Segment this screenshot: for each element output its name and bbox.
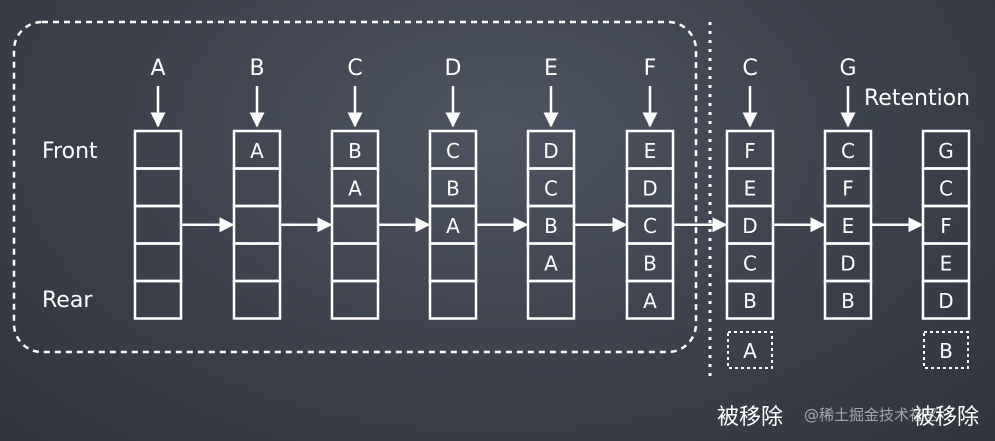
cache-column: D CBA [428, 56, 478, 320]
incoming-key-label: C [347, 56, 362, 81]
slot-value: E [940, 251, 953, 275]
slot-value: A [446, 214, 460, 238]
slot-value: B [743, 289, 757, 313]
cache-slot [725, 279, 775, 320]
retention-label: Retention [864, 86, 970, 111]
slot-value: C [544, 176, 558, 200]
cache-slot [823, 279, 873, 320]
evicted-slot [923, 331, 969, 369]
incoming-key-label: G [839, 56, 856, 81]
slot-value: C [743, 251, 757, 275]
slot-value: E [644, 139, 657, 163]
removed-label-left: 被移除 [717, 405, 783, 430]
slot-value: C [643, 214, 657, 238]
evicted-value: B [939, 339, 953, 363]
cache-slot [232, 242, 282, 283]
slot-value: G [938, 139, 954, 163]
incoming-key-label: E [544, 56, 558, 81]
rear-label: Rear [42, 288, 93, 313]
slot-value: F [842, 176, 854, 200]
slot-value: C [446, 139, 460, 163]
cache-column: A [133, 56, 183, 320]
cache-slot [232, 204, 282, 245]
slot-value: E [842, 214, 855, 238]
cache-slot [232, 279, 282, 320]
slot-value: F [744, 139, 756, 163]
slot-value: E [744, 176, 757, 200]
slot-value: F [940, 214, 952, 238]
cache-slot [133, 279, 183, 320]
evicted-value: A [743, 339, 757, 363]
cache-slot [133, 167, 183, 208]
incoming-key-label: F [644, 56, 657, 81]
slot-value: B [841, 289, 855, 313]
cache-slot [526, 279, 576, 320]
cache-slot [330, 242, 380, 283]
cache-slot [428, 279, 478, 320]
cache-slot [330, 204, 380, 245]
slot-value: B [643, 251, 657, 275]
initial-fill-group-outline [12, 20, 698, 354]
slot-value: B [544, 214, 558, 238]
evicted-slot [727, 331, 773, 369]
slot-value: B [348, 139, 362, 163]
cache-slot [133, 129, 183, 170]
cache-slot [133, 204, 183, 245]
cache-slot [330, 279, 380, 320]
front-label: Front [42, 139, 98, 164]
slot-value: C [939, 176, 953, 200]
slot-value: A [643, 289, 657, 313]
cache-slot [625, 279, 675, 320]
cache-slot [428, 242, 478, 283]
watermark-text: @稀土掘金技术社区 [804, 406, 939, 424]
slot-value: A [250, 139, 264, 163]
removed-label-right: 被移除 [913, 405, 979, 430]
slot-value: D [840, 251, 855, 275]
incoming-key-label: C [742, 56, 757, 81]
slot-value: D [642, 176, 657, 200]
incoming-key-label: A [150, 56, 165, 81]
slot-value: A [544, 251, 558, 275]
cache-column: C BA [330, 56, 380, 320]
cache-slot [232, 167, 282, 208]
slot-value: C [841, 139, 855, 163]
incoming-key-label: B [249, 56, 264, 81]
cache-slot [921, 279, 971, 320]
cache-slot [133, 242, 183, 283]
slot-value: D [543, 139, 558, 163]
slot-value: A [348, 176, 362, 200]
slot-value: D [742, 214, 757, 238]
cache-column: BA [232, 56, 282, 320]
incoming-key-label: D [445, 56, 462, 81]
slot-value: D [938, 289, 953, 313]
slot-value: B [446, 176, 460, 200]
